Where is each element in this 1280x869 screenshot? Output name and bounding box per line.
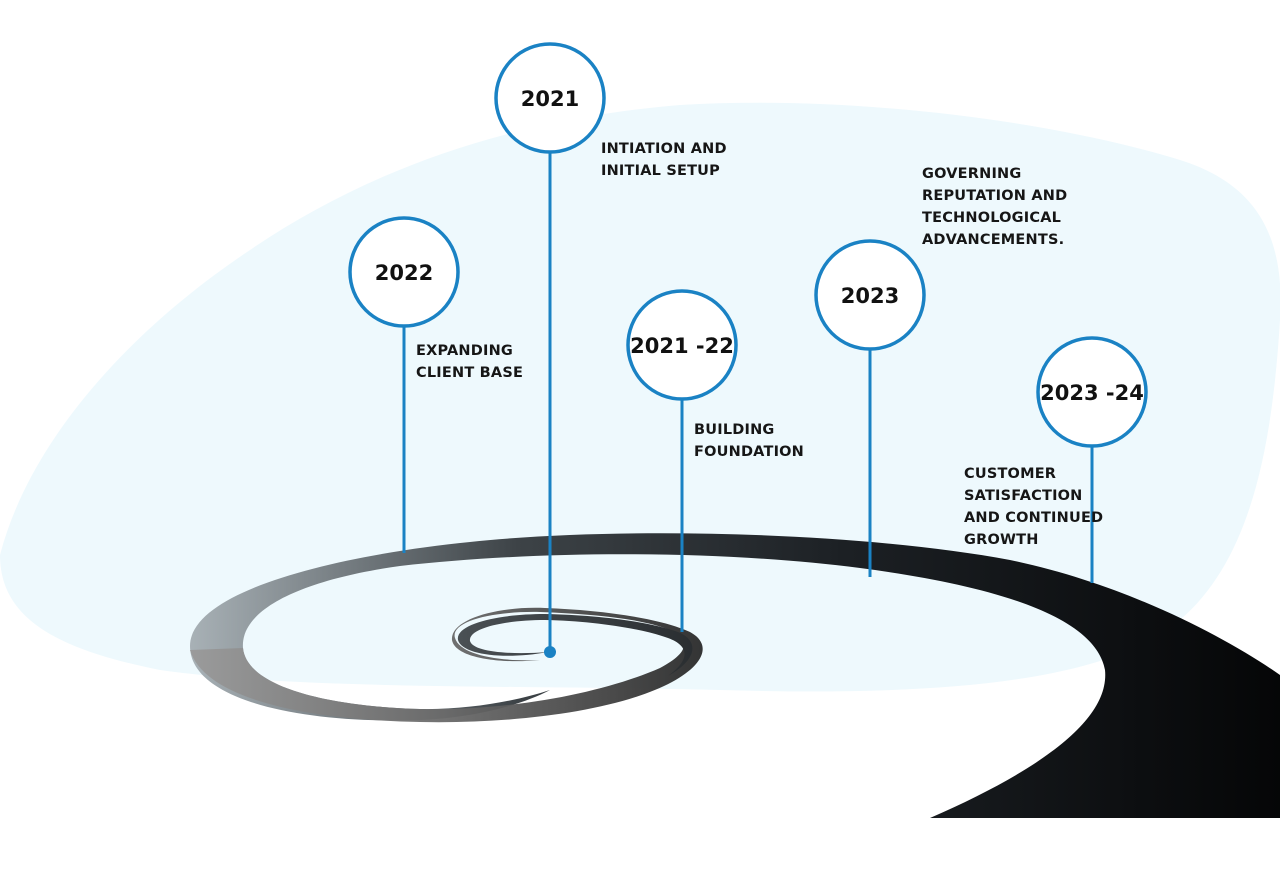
caption-line: AND CONTINUED	[964, 510, 1103, 526]
caption-line: GOVERNING	[922, 166, 1022, 182]
caption-line: CUSTOMER	[964, 466, 1056, 482]
milestone-circle	[626, 289, 738, 401]
caption-line: ADVANCEMENTS.	[922, 232, 1064, 248]
milestone-caption: INTIATION AND INITIAL SETUP	[601, 141, 727, 179]
milestone-year: 2022	[375, 261, 433, 285]
caption-line: INITIAL SETUP	[601, 163, 720, 179]
milestone-3: 2023 GOVERNING REPUTATION AND TECHNOLOGICAL…	[814, 166, 1067, 577]
milestone-year: 2021 -22	[630, 334, 734, 358]
milestone-anchor-dot	[544, 646, 556, 658]
milestone-circle	[1036, 336, 1148, 448]
caption-line: SATISFACTION	[964, 488, 1083, 504]
milestone-circle	[494, 42, 606, 154]
caption-line: GROWTH	[964, 532, 1039, 548]
caption-line: EXPANDING	[416, 343, 513, 359]
milestone-caption: CUSTOMER SATISFACTION AND CONTINUED GROWTH	[964, 466, 1103, 548]
milestone-year: 2023 -24	[1040, 381, 1144, 405]
caption-line: REPUTATION AND	[922, 188, 1067, 204]
milestone-circle	[814, 239, 926, 351]
milestone-circle	[348, 216, 460, 328]
milestone-caption: EXPANDING CLIENT BASE	[416, 343, 523, 381]
milestone-caption: BUILDING FOUNDATION	[694, 422, 804, 460]
caption-line: TECHNOLOGICAL	[922, 210, 1061, 226]
milestone-caption: GOVERNING REPUTATION AND TECHNOLOGICAL ADVA…	[922, 166, 1067, 248]
caption-line: INTIATION AND	[601, 141, 727, 157]
background-blob	[0, 102, 1280, 692]
caption-line: FOUNDATION	[694, 444, 804, 460]
milestone-year: 2023	[841, 284, 899, 308]
caption-line: CLIENT BASE	[416, 365, 523, 381]
milestone-year: 2021	[521, 87, 579, 111]
road-outer-spiral	[190, 533, 1280, 818]
caption-line: BUILDING	[694, 422, 775, 438]
